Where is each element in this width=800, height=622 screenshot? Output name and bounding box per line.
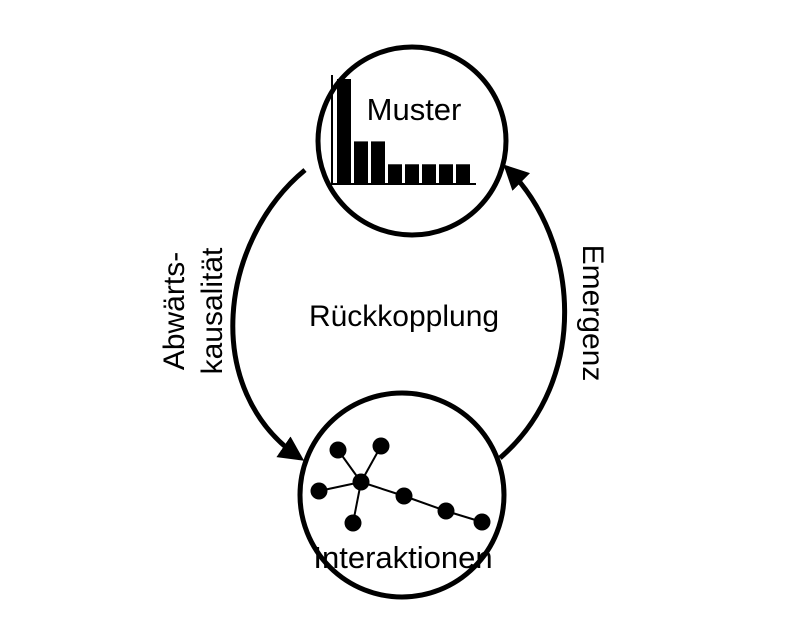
pattern-label: Muster xyxy=(367,92,462,127)
network-node xyxy=(352,473,370,491)
network-node xyxy=(344,514,362,532)
bar xyxy=(405,164,419,183)
bar xyxy=(337,79,351,183)
bar xyxy=(439,164,453,183)
bar xyxy=(388,164,402,183)
pattern-node-circle xyxy=(315,44,509,238)
emergence-label: Emergenz xyxy=(576,245,609,382)
network-node xyxy=(437,502,455,520)
network-node xyxy=(310,482,328,500)
downward-causation-label-line2: kausalität xyxy=(196,247,229,374)
downward-causation-arrow xyxy=(230,168,307,461)
feedback-label: Rückkopplung xyxy=(309,300,499,333)
bar xyxy=(456,164,470,183)
emergence-arrow xyxy=(498,164,568,460)
interaction-network xyxy=(310,437,491,532)
network-node xyxy=(473,513,491,531)
bar xyxy=(354,141,368,183)
interactions-label: Interaktionen xyxy=(313,540,492,575)
network-node xyxy=(395,487,413,505)
network-node xyxy=(329,441,347,459)
network-node xyxy=(372,437,390,455)
downward-causation-label-line1: Abwärts- xyxy=(158,252,191,370)
pattern-bar-chart xyxy=(331,75,476,185)
bar xyxy=(422,164,436,183)
bar-chart-bars xyxy=(337,79,470,183)
bar xyxy=(371,141,385,183)
